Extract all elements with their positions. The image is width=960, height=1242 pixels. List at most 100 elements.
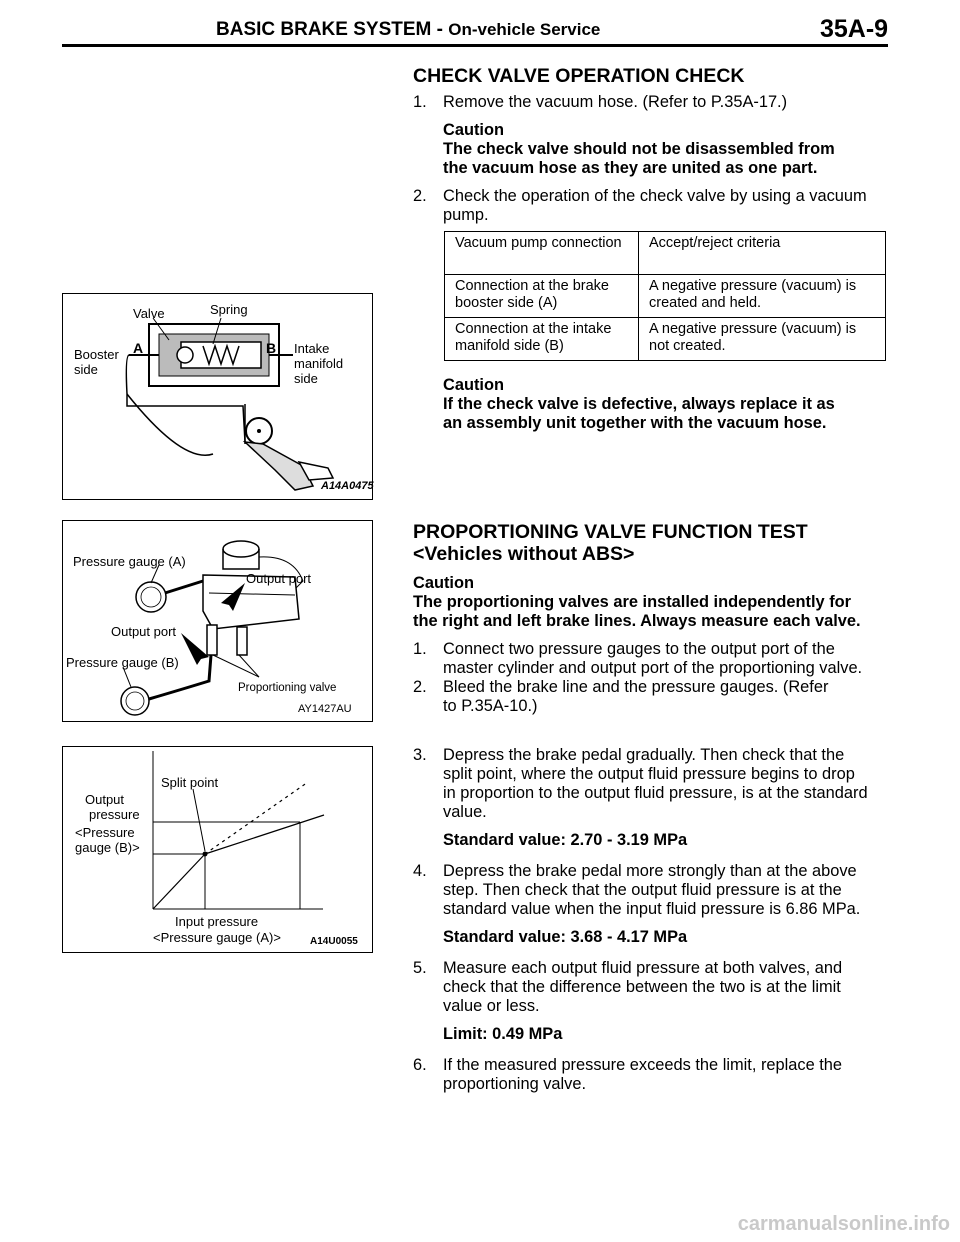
step-number: 3.	[413, 746, 427, 764]
caution-block-2: Caution If the check valve is defective,…	[443, 376, 835, 433]
table-cell: Connection at the brake booster side (A)	[444, 274, 639, 318]
table-row: Connection at the intake manifold side (…	[444, 317, 886, 361]
caution-line: the right and left brake lines. Always m…	[413, 612, 861, 630]
output-pressure-label: Output pressure	[85, 792, 140, 822]
step-text: step. Then check that the output fluid p…	[443, 881, 842, 899]
booster-label: Booster side	[74, 347, 119, 377]
gauge-b-axis-line: gauge (B)>	[75, 840, 140, 855]
gauge-b-axis-label: <Pressure gauge (B)>	[75, 825, 140, 855]
page-number: 35A-9	[820, 15, 889, 43]
check-valve-heading: CHECK VALVE OPERATION CHECK	[413, 65, 745, 87]
valve-label: Valve	[133, 306, 165, 321]
output-pressure-line: Output	[85, 792, 125, 807]
table-cell: A negative pressure (vacuum) is created …	[638, 274, 886, 318]
step-number: 1.	[413, 640, 427, 658]
output-pressure-line: pressure	[89, 807, 140, 822]
caution-line: an assembly unit together with the vacuu…	[443, 414, 827, 432]
step-text: If the measured pressure exceeds the lim…	[443, 1056, 843, 1074]
list-item: 6. If the measured pressure exceeds the …	[413, 1056, 888, 1094]
table-cell: Connection at the intake manifold side (…	[444, 317, 639, 361]
caution-line: The proportioning valves are installed i…	[413, 593, 852, 611]
output-port-label: Output port	[246, 571, 312, 586]
step-text: in proportion to the output fluid pressu…	[443, 784, 868, 802]
step-text: Check the operation of the check valve b…	[443, 187, 867, 205]
step-text: Connect two pressure gauges to the outpu…	[443, 640, 835, 658]
port-a-label: A	[133, 340, 144, 356]
header-rule	[62, 44, 888, 47]
proportioning-setup-figure: Pressure gauge (A) Output port Output po…	[62, 520, 373, 722]
caution-label: Caution	[443, 376, 505, 394]
list-item: 1. Remove the vacuum hose. (Refer to P.3…	[413, 93, 888, 112]
figure-code: AY1427AU	[298, 703, 352, 715]
spring-label: Spring	[210, 302, 248, 317]
caution-label: Caution	[443, 121, 505, 139]
list-item: 2. Check the operation of the check valv…	[413, 187, 888, 225]
step-text: value.	[443, 803, 487, 821]
limit-value: Limit: 0.49 MPa	[443, 1025, 563, 1043]
proportioning-title: PROPORTIONING VALVE FUNCTION TEST	[413, 521, 808, 543]
proportioning-steps-2: 3. Depress the brake pedal gradually. Th…	[413, 746, 888, 1094]
caution-line: the vacuum hose as they are united as on…	[443, 159, 818, 177]
step-number: 6.	[413, 1056, 427, 1074]
split-point-label: Split point	[161, 775, 219, 790]
step-text: pump.	[443, 206, 489, 224]
figure-code: A14A0475	[321, 480, 374, 492]
proportioning-steps: Caution The proportioning valves are ins…	[413, 574, 888, 716]
table-header-row: Vacuum pump connection Accept/reject cri…	[444, 231, 886, 275]
step-text: master cylinder and output port of the p…	[443, 659, 863, 677]
header-subtitle: On-vehicle Service	[448, 20, 601, 39]
intake-label: Intake manifold side	[294, 341, 343, 386]
gauge-a-axis-label: <Pressure gauge (A)>	[153, 930, 281, 945]
master-cylinder-illustration	[120, 540, 304, 716]
step-number: 2.	[413, 678, 427, 696]
step-text: proportioning valve.	[443, 1075, 587, 1093]
booster-label-line: Booster	[74, 347, 119, 362]
step-text: Measure each output fluid pressure at bo…	[443, 959, 843, 977]
gauge-b-axis-line: <Pressure	[75, 825, 135, 840]
list-item: 5. Measure each output fluid pressure at…	[413, 959, 888, 1044]
list-item: 2. Bleed the brake line and the pressure…	[413, 678, 888, 716]
input-pressure-label: Input pressure	[175, 914, 259, 929]
caution-label: Caution	[413, 574, 475, 592]
step-number: 2.	[413, 187, 427, 205]
step-text: value or less.	[443, 997, 540, 1015]
check-valve-table: Vacuum pump connection Accept/reject cri…	[444, 231, 886, 361]
step-number: 4.	[413, 862, 427, 880]
watermark: carmanualsonline.info	[737, 1213, 950, 1235]
list-item: 1. Connect two pressure gauges to the ou…	[413, 640, 888, 678]
intake-label-line: side	[294, 371, 318, 386]
gauge-a-label: Pressure gauge (A)	[73, 554, 186, 569]
step-text: split point, where the output fluid pres…	[443, 765, 855, 783]
split-point-graph-figure: Split point Output pressure <Pressure ga…	[62, 746, 373, 953]
step-text: to P.35A-10.)	[443, 697, 538, 715]
check-valve-figure: Valve Spring Booster side A B Intake man…	[62, 293, 374, 500]
step-text: Depress the brake pedal more strongly th…	[443, 862, 857, 880]
step-number: 5.	[413, 959, 427, 977]
split-point-graph	[152, 751, 325, 910]
figure-code: A14U0055	[310, 936, 358, 947]
step-text: Remove the vacuum hose. (Refer to P.35A-…	[443, 93, 788, 111]
step-text: check that the difference between the tw…	[443, 978, 841, 996]
step-text: standard value when the input fluid pres…	[443, 900, 861, 918]
intake-label-line: Intake	[294, 341, 330, 356]
header-title: BASIC BRAKE SYSTEM -	[216, 19, 443, 40]
booster-label-line: side	[74, 362, 98, 377]
caution-block: Caution The check valve should not be di…	[413, 121, 888, 178]
table-cell: Vacuum pump connection	[444, 231, 639, 275]
table-cell: Accept/reject criteria	[638, 231, 886, 275]
caution-block-3: Caution The proportioning valves are ins…	[413, 574, 888, 631]
port-b-label: B	[266, 340, 277, 356]
table-row: Connection at the brake booster side (A)…	[444, 274, 886, 318]
list-item: 3. Depress the brake pedal gradually. Th…	[413, 746, 888, 850]
page-header-title: BASIC BRAKE SYSTEM - On-vehicle Service	[216, 19, 600, 41]
proportioning-valve-label: Proportioning valve	[238, 682, 337, 694]
standard-value: Standard value: 2.70 - 3.19 MPa	[443, 831, 688, 849]
step-number: 1.	[413, 93, 427, 111]
proportioning-heading: PROPORTIONING VALVE FUNCTION TEST <Vehic…	[413, 521, 808, 565]
standard-value: Standard value: 3.68 - 4.17 MPa	[443, 928, 688, 946]
check-valve-illustration	[125, 317, 335, 491]
step-text: Depress the brake pedal gradually. Then …	[443, 746, 845, 764]
check-valve-steps: 1. Remove the vacuum hose. (Refer to P.3…	[413, 93, 888, 225]
caution-line: The check valve should not be disassembl…	[443, 140, 835, 158]
proportioning-subtitle: <Vehicles without ABS>	[413, 543, 635, 565]
